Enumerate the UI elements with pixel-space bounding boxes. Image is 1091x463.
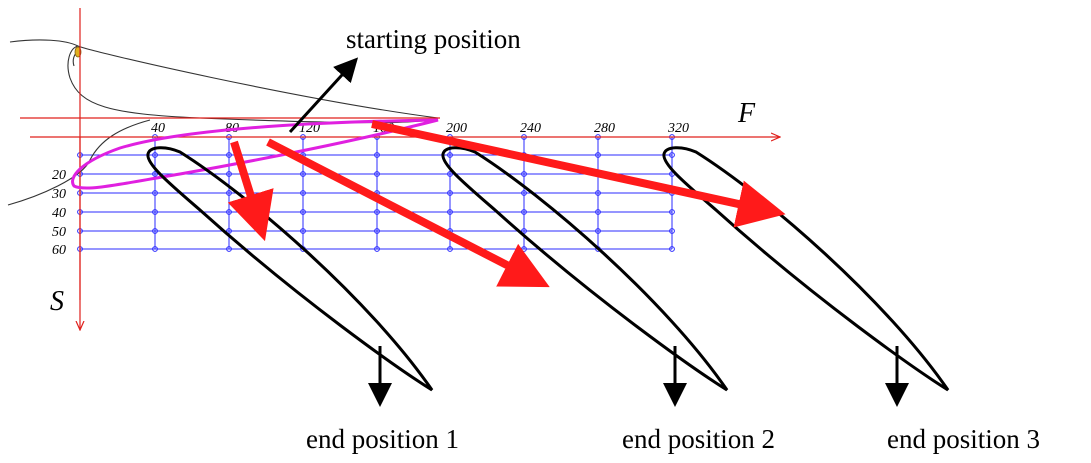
grid-node [374,246,380,252]
grid-node [521,209,527,215]
y-tick-label: 30 [51,187,66,202]
motion-arrow-2 [266,138,550,288]
grid-node [152,228,158,234]
axis-s-label: S [50,286,64,317]
grid-node [521,190,527,196]
y-tick-label: 20 [52,168,66,183]
start-pointer-arrow [288,57,359,134]
pointer-arrows [288,57,909,407]
x-tick-label: 40 [151,121,165,136]
end-airfoil-2 [441,146,729,392]
grid-node [300,171,306,177]
x-tick-label: 200 [446,121,467,136]
grid-node [447,209,453,215]
grid-node [595,228,601,234]
blue-grid [77,134,675,252]
x-tick-label: 240 [520,121,541,136]
end-position-1-label: end position 1 [306,424,459,454]
motion-arrow-1 [227,140,274,242]
x-tick-label: 280 [594,121,615,136]
grid-node [447,246,453,252]
grid-node [521,228,527,234]
grid-node [447,152,453,158]
grid-node [226,246,232,252]
x-tick-label: 320 [667,121,689,136]
grid-node [447,190,453,196]
axis-f-label: F [737,98,756,129]
grid-node [374,209,380,215]
grid-node [300,209,306,215]
end-airfoil-1 [146,146,434,392]
grid-node [300,190,306,196]
grid-node [152,246,158,252]
grid-node [669,209,675,215]
grid-node [152,209,158,215]
end-airfoil-3 [662,146,950,392]
grid-node [521,171,527,177]
axes [20,8,780,330]
grid-node [300,228,306,234]
grid-node [595,190,601,196]
grid-node [669,228,675,234]
grid-node [669,152,675,158]
grid-node [374,228,380,234]
y-tick-label: 60 [52,243,66,258]
end-position-3-label: end position 3 [887,424,1040,454]
y-tick-label: 40 [52,206,66,221]
grid-node [152,171,158,177]
grid-node [226,171,232,177]
motion-arrows [227,120,786,288]
y-tick-labels: 20 30 40 50 60 [51,168,66,258]
end-position-2-label: end position 2 [622,424,775,454]
grid-node [374,171,380,177]
starting-airfoil [71,118,439,190]
grid-node [669,246,675,252]
starting-position-label: starting position [346,24,521,54]
y-tick-label: 50 [52,225,66,240]
grid-node [595,209,601,215]
grid-node [152,152,158,158]
motion-arrow-3 [371,120,786,228]
grid-node [447,171,453,177]
grid-node [374,152,380,158]
grid-node [595,152,601,158]
grid-node [152,190,158,196]
end-airfoils [146,146,950,392]
grid-node [226,152,232,158]
